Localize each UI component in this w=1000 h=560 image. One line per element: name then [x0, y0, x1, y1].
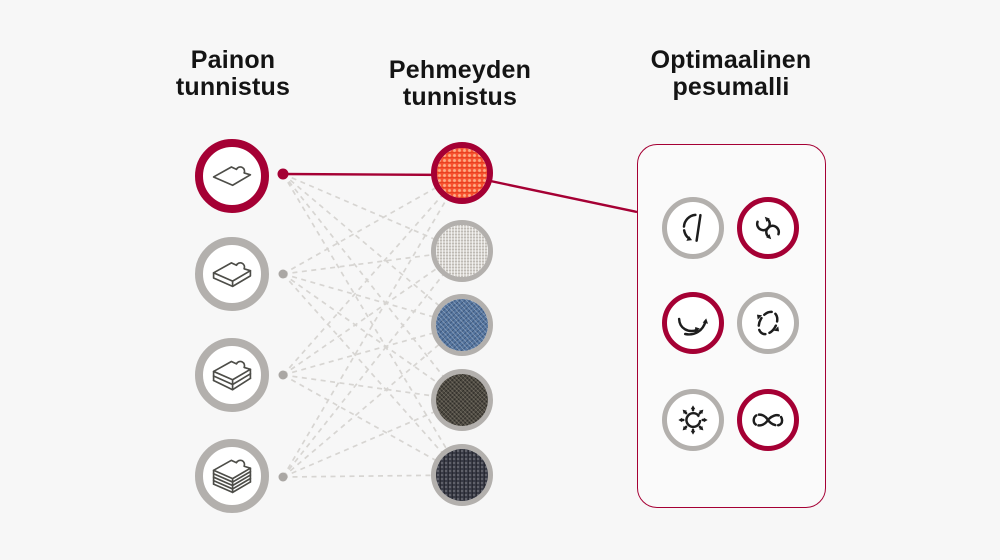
weight-heading-line1: Painon: [190, 46, 276, 74]
triple-sheet-icon: [212, 360, 252, 391]
thick-stack-icon: [212, 459, 252, 494]
wash-heading-line1: Optimaalinen: [650, 46, 812, 74]
scrub-motion-icon: [677, 405, 709, 436]
weight-heading: Painon tunnistus: [83, 47, 383, 101]
tumble-motion-icon: [756, 310, 780, 336]
charcoal-knit-fabric-swatch: [436, 449, 488, 501]
softness-node-1: [431, 142, 493, 204]
weight-node-4: [195, 439, 269, 513]
filtration-motion-icon: [682, 213, 702, 242]
orange-mesh-fabric-swatch: [437, 148, 487, 198]
softness-node-4: [431, 369, 493, 431]
wash-motion-node-2: [737, 197, 799, 259]
softness-node-2: [431, 220, 493, 282]
swing-motion-icon: [677, 317, 709, 336]
wash-motion-node-5: [662, 389, 724, 451]
softness-heading-line2: tunnistus: [402, 83, 518, 111]
dark-weave-fabric-swatch: [436, 374, 488, 426]
stepping-motion-icon: [752, 413, 784, 427]
weight-heading-line2: tunnistus: [175, 73, 291, 101]
wash-motion-node-4: [737, 292, 799, 354]
blue-denim-fabric-swatch: [436, 299, 488, 351]
wash-motion-node-1: [662, 197, 724, 259]
softness-node-5: [431, 444, 493, 506]
wash-motion-node-3: [662, 292, 724, 354]
weight-node-2: [195, 237, 269, 311]
softness-heading-line1: Pehmeyden: [388, 56, 532, 84]
rolling-motion-icon: [755, 216, 781, 240]
softness-heading: Pehmeyden tunnistus: [310, 57, 610, 111]
weight-node-3: [195, 338, 269, 412]
weight-node-1: [195, 139, 269, 213]
softness-node-3: [431, 294, 493, 356]
single-sheet-icon: [212, 166, 252, 187]
wash-heading-line2: pesumalli: [672, 73, 790, 101]
double-sheet-icon: [212, 261, 252, 288]
light-linen-fabric-swatch: [436, 225, 488, 277]
wash-heading: Optimaalinen pesumalli: [581, 47, 881, 101]
wash-motion-node-6: [737, 389, 799, 451]
